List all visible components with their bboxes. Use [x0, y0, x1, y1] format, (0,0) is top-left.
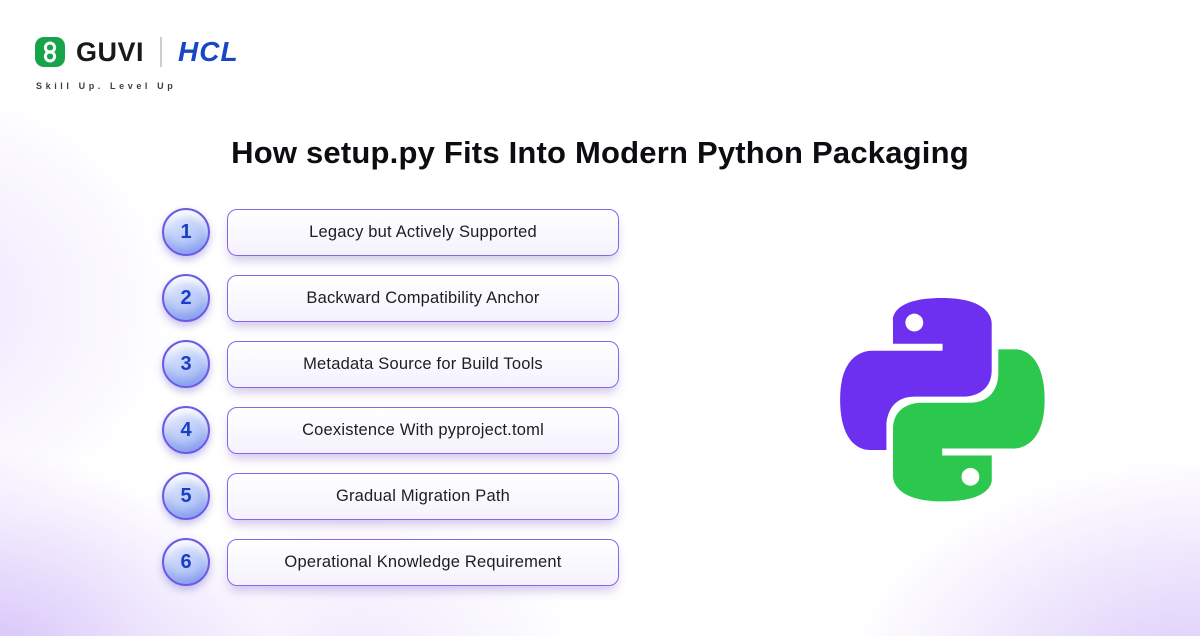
step-pill: Coexistence With pyproject.toml — [227, 406, 619, 454]
step-number-badge: 2 — [162, 274, 210, 322]
step-number-badge: 3 — [162, 340, 210, 388]
step-pill: Backward Compatibility Anchor — [227, 274, 619, 322]
step-pill: Operational Knowledge Requirement — [227, 538, 619, 586]
step-number-badge: 4 — [162, 406, 210, 454]
python-green-snake — [892, 349, 1045, 502]
guvi-logo-icon — [35, 37, 65, 67]
brand-guvi-text: GUVI — [76, 36, 145, 67]
step-number-badge: 1 — [162, 208, 210, 256]
step-pill: Metadata Source for Build Tools — [227, 340, 619, 388]
list-item: 2 Backward Compatibility Anchor — [162, 274, 619, 322]
step-pill: Gradual Migration Path — [227, 472, 619, 520]
brand-hcl-text: HCL — [178, 36, 239, 67]
brand-header: GUVI HCL — [34, 36, 239, 68]
list-item: 5 Gradual Migration Path — [162, 472, 619, 520]
steps-list: 1 Legacy but Actively Supported 2 Backwa… — [162, 208, 619, 586]
list-item: 6 Operational Knowledge Requirement — [162, 538, 619, 586]
list-item: 1 Legacy but Actively Supported — [162, 208, 619, 256]
list-item: 4 Coexistence With pyproject.toml — [162, 406, 619, 454]
page-title: How setup.py Fits Into Modern Python Pac… — [231, 135, 969, 170]
step-number-badge: 5 — [162, 472, 210, 520]
brand-tagline: Skill Up. Level Up — [36, 81, 177, 91]
list-item: 3 Metadata Source for Build Tools — [162, 340, 619, 388]
brand-divider — [160, 37, 163, 67]
python-purple-snake — [840, 297, 992, 450]
step-pill: Legacy but Actively Supported — [227, 208, 619, 256]
step-number-badge: 6 — [162, 538, 210, 586]
python-logo — [840, 297, 1045, 502]
